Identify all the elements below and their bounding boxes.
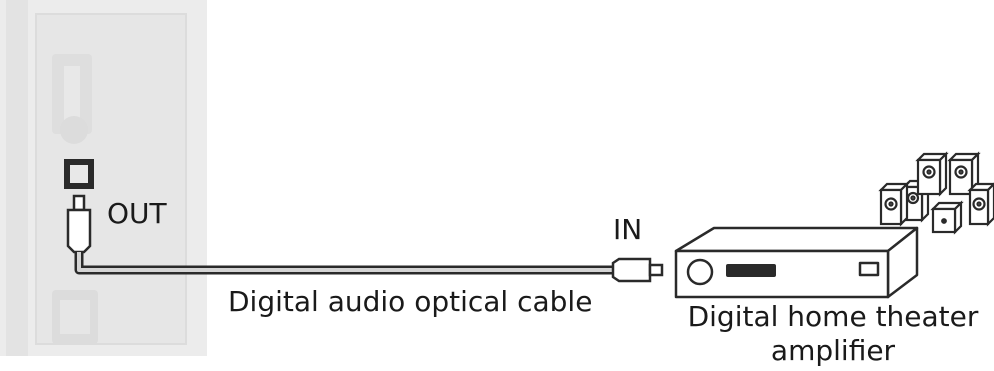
optical-out-port: [64, 159, 94, 189]
tv-rear-panel: [0, 0, 207, 356]
amplifier-label: Digital home theater amplifier: [687, 300, 979, 367]
home-theater-amplifier: [674, 226, 919, 299]
amp-cable-plug: [611, 257, 664, 283]
cable-label: Digital audio optical cable: [228, 285, 593, 318]
speaker-back-center: [915, 151, 949, 197]
speaker-front-right: [967, 182, 994, 227]
optical-cable: [74, 252, 613, 275]
out-label: OUT: [107, 197, 167, 230]
tv-cable-plug: [66, 194, 92, 254]
speaker-set: [878, 151, 994, 235]
speaker-back-left: [901, 178, 931, 223]
speaker-center: [930, 200, 964, 235]
speaker-front-left: [878, 181, 910, 227]
in-label: IN: [613, 213, 643, 246]
